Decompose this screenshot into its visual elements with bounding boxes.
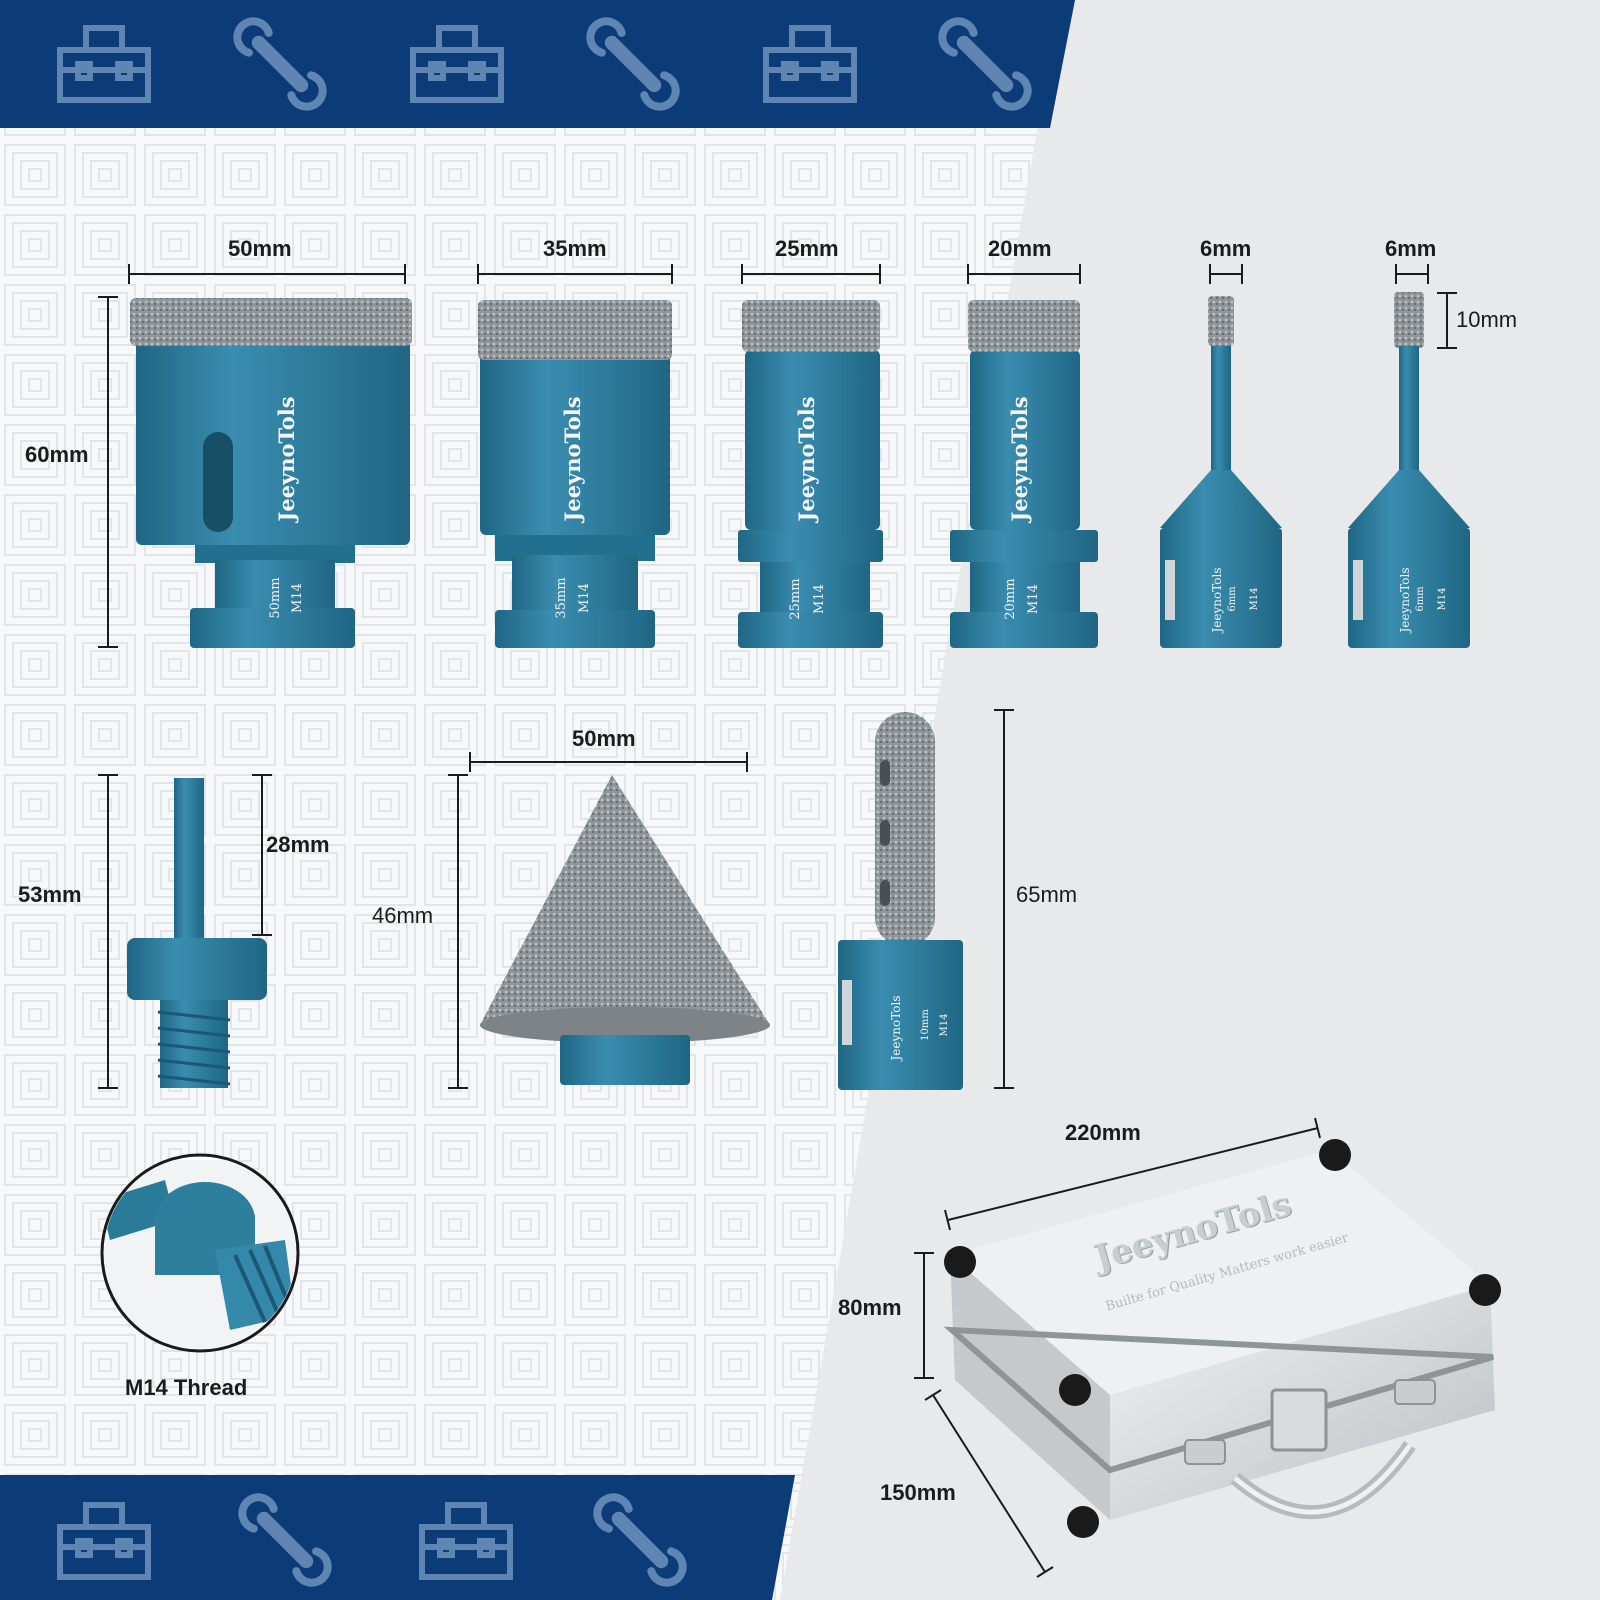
core-bit-50mm (130, 298, 412, 648)
toolbox-icon (410, 25, 504, 103)
dim-label-6mm-bit-a: 6mm (1200, 236, 1252, 261)
thread-closeup (100, 1153, 300, 1353)
dim-label-cone-height: 46mm (372, 903, 434, 928)
wrench-icon (233, 17, 327, 111)
brand-print-50mm: JeeynoTols (274, 396, 299, 522)
wrench-icon (238, 1493, 332, 1587)
brand-print-6mm-a: JeeynoTols (1210, 567, 1224, 633)
brand-print-6mm-b: JeeynoTols (1398, 567, 1412, 633)
size-print-35mm: 35mm (554, 577, 569, 619)
toolbox-icon (419, 1502, 513, 1580)
size-print-6mm-b: 6mm (1415, 586, 1426, 612)
dim-label-finger-bit-height: 65mm (1016, 882, 1078, 907)
aluminum-case (943, 1139, 1501, 1538)
dim-label-50mm-bit: 50mm (228, 236, 292, 261)
size-print-6mm-a: 6mm (1227, 586, 1238, 612)
dim-label-6mm-bit-b: 6mm (1385, 236, 1437, 261)
toolbox-icon (763, 25, 857, 103)
chamfer-cone-bit (480, 775, 770, 1085)
brand-print-finger-bit: JeeynoTols (889, 995, 903, 1061)
core-bit-25mm (738, 300, 883, 648)
thread-print-6mm-b: M14 (1437, 587, 1448, 611)
brand-print-25mm: JeeynoTols (794, 396, 819, 522)
thread-print-finger-bit: M14 (939, 1013, 950, 1037)
dim-label-20mm-bit: 20mm (988, 236, 1052, 261)
dim-label-case-depth: 150mm (880, 1480, 956, 1505)
dim-label-25mm-bit: 25mm (775, 236, 839, 261)
thread-print-35mm: M14 (577, 583, 592, 613)
thread-print-6mm-a: M14 (1249, 587, 1260, 611)
toolbox-icon (57, 25, 151, 103)
size-print-25mm: 25mm (788, 578, 803, 620)
dim-label-cone-width: 50mm (572, 726, 636, 751)
thread-print-50mm: M14 (290, 583, 305, 613)
dim-label-core-height: 60mm (25, 442, 89, 467)
dimension-lines (98, 264, 1457, 1578)
size-print-20mm: 20mm (1003, 578, 1018, 620)
size-print-50mm: 50mm (268, 577, 283, 619)
wrench-icon (586, 17, 680, 111)
core-bit-6mm-b (1348, 292, 1470, 648)
brand-print-35mm: JeeynoTols (560, 396, 585, 522)
core-bit-20mm (950, 300, 1098, 648)
core-bit-35mm (478, 300, 672, 648)
dim-label-case-width: 220mm (1065, 1120, 1141, 1145)
finger-bit-10mm (838, 712, 963, 1090)
thread-print-20mm: M14 (1026, 584, 1041, 614)
brand-print-20mm: JeeynoTols (1007, 396, 1032, 522)
core-bit-6mm-a (1160, 296, 1282, 648)
dim-label-35mm-bit: 35mm (543, 236, 607, 261)
size-print-finger-bit: 10mm (920, 1009, 931, 1041)
dim-label-adapter-shank: 28mm (266, 832, 330, 857)
dim-label-case-height: 80mm (838, 1295, 902, 1320)
thread-label: M14 Thread (125, 1375, 248, 1400)
dim-label-adapter-height: 53mm (18, 882, 82, 907)
thread-print-25mm: M14 (812, 584, 827, 614)
wrench-icon (938, 17, 1032, 111)
toolbox-icon (57, 1502, 151, 1580)
m14-adapter (127, 778, 267, 1088)
dim-label-tip-height: 10mm (1456, 307, 1518, 332)
